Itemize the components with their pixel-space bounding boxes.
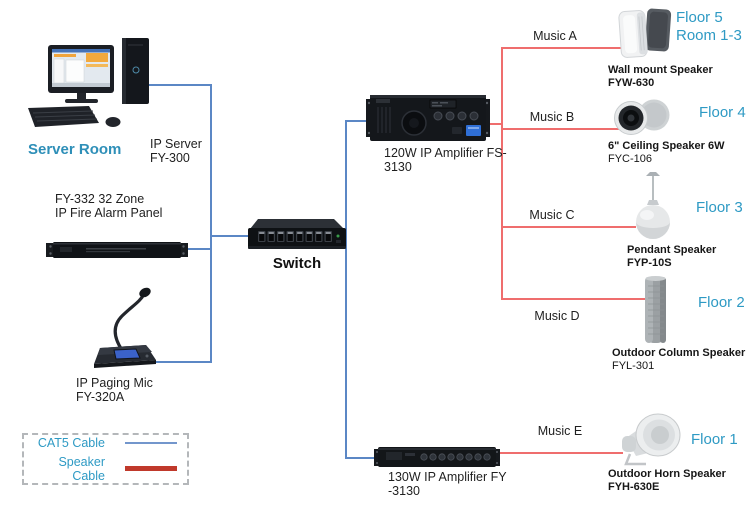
- amplifier-120w-label-line2: 3130: [384, 160, 412, 174]
- switch-label: Switch: [272, 255, 322, 272]
- legend-row-speaker: Speaker Cable: [30, 455, 177, 483]
- paging-mic-label-line1: IP Paging Mic: [76, 376, 153, 390]
- legend-row-cat5: CAT5 Cable: [30, 436, 177, 450]
- column-speaker-model: FYL-301: [612, 359, 655, 372]
- floor-5-label: Floor 5 Room 1-3: [676, 9, 742, 45]
- legend-speaker-label: Speaker Cable: [58, 454, 105, 483]
- speaker-line-music-b: [501, 128, 621, 130]
- mic-capsule: [139, 287, 151, 298]
- music-d-label: Music D: [534, 309, 580, 323]
- cat5-line-swatch: [125, 441, 177, 444]
- amplifier-130w-label-line2: -3130: [388, 484, 420, 498]
- wall-mount-speaker-label: Wall mount Speaker FYW-630: [608, 64, 713, 89]
- music-e-label: Music E: [537, 424, 583, 438]
- speaker-line-amp1-out: [487, 123, 503, 125]
- speaker-line-music-a: [501, 47, 622, 49]
- amplifier-120w-label: 120W IP Amplifier FS- 3130: [384, 146, 507, 174]
- fire-alarm-panel-image: [46, 240, 188, 260]
- mic-gooseneck: [113, 292, 146, 352]
- paging-mic-label-line2: FY-320A: [76, 390, 125, 404]
- ceiling-speaker-model: FYC-106: [608, 152, 653, 165]
- horn-speaker-image: [616, 410, 682, 470]
- ip-server-label: IP Server FY-300: [150, 137, 202, 165]
- amplifier-120w-image: [366, 93, 490, 143]
- horn-speaker-name: Outdoor Horn Speaker: [608, 468, 726, 480]
- server-computer-image: [26, 30, 161, 135]
- server-room-title: Server Room: [28, 141, 122, 158]
- speaker-line-swatch: [125, 466, 177, 471]
- floor-4-label: Floor 4: [699, 104, 746, 121]
- wall-mount-speaker-name: Wall mount Speaker: [608, 64, 713, 76]
- network-switch-image: [246, 213, 348, 255]
- cat5-line-left-trunk: [210, 84, 212, 363]
- legend: CAT5 Cable Speaker Cable: [22, 433, 189, 485]
- legend-cat5-label: CAT5 Cable: [37, 435, 105, 450]
- floor-3-label: Floor 3: [696, 199, 743, 216]
- amplifier-130w-label-line1: 130W IP Amplifier FY: [388, 470, 507, 484]
- ip-server-label-line1: IP Server: [150, 137, 202, 151]
- fire-panel-label-line1: FY-332 32 Zone: [55, 192, 145, 206]
- music-a-label: Music A: [533, 29, 577, 43]
- pendant-speaker-model: FYP-10S: [627, 256, 672, 269]
- floor-1-label: Floor 1: [691, 431, 738, 448]
- cat5-line-switch-left: [210, 235, 252, 237]
- fire-panel-label-line2: IP Fire Alarm Panel: [55, 206, 163, 220]
- speaker-line-music-d: [501, 298, 645, 300]
- cat5-line-amp2-stub: [345, 457, 379, 459]
- ip-server-label-line2: FY-300: [150, 151, 190, 165]
- cat5-line-firepanel-stub: [186, 248, 212, 250]
- cat5-line-amp1-stub: [345, 120, 370, 122]
- amplifier-130w-label: 130W IP Amplifier FY -3130: [388, 470, 507, 498]
- horn-speaker-label: Outdoor Horn Speaker FYH-630E: [608, 468, 726, 493]
- cat5-line-right-trunk: [345, 120, 347, 459]
- switch-ports: [258, 231, 332, 242]
- horn-speaker-model: FYH-630E: [608, 480, 660, 493]
- amp-screen: [466, 125, 481, 136]
- floor-5-label-line1: Floor 5: [676, 9, 723, 26]
- fire-panel-label: FY-332 32 Zone IP Fire Alarm Panel: [55, 192, 162, 220]
- wall-mount-speaker-image: [616, 5, 674, 63]
- amplifier-130w-image: [374, 444, 500, 470]
- ceiling-speaker-image: [614, 97, 672, 137]
- paging-mic-image: [88, 286, 166, 370]
- speaker-line-trunk: [501, 47, 503, 300]
- amp2-knobs: [420, 453, 491, 461]
- amplifier-120w-label-line1: 120W IP Amplifier FS-: [384, 146, 507, 160]
- cat5-line-server-stub: [148, 84, 212, 86]
- pendant-speaker-image: [630, 170, 676, 240]
- speaker-line-music-c: [501, 226, 636, 228]
- paging-mic-label: IP Paging Mic FY-320A: [76, 376, 153, 404]
- column-speaker-label: Outdoor Column Speaker FYL-301: [612, 347, 745, 372]
- ceiling-speaker-name: 6" Ceiling Speaker 6W: [608, 140, 725, 152]
- wall-mount-speaker-model: FYW-630: [608, 76, 655, 89]
- floor-2-label: Floor 2: [698, 294, 745, 311]
- music-b-label: Music B: [529, 110, 575, 124]
- pendant-speaker-label: Pendant Speaker FYP-10S: [627, 244, 716, 269]
- pc-tower: [122, 38, 149, 104]
- ceiling-speaker-label: 6" Ceiling Speaker 6W FYC-106: [608, 140, 724, 165]
- floor-5-room-label: Room 1-3: [676, 27, 742, 44]
- speaker-line-music-e: [497, 452, 623, 454]
- column-speaker-image: [641, 274, 671, 346]
- mic-screen: [113, 348, 141, 360]
- cat5-line-mic-stub: [150, 361, 212, 363]
- amp-knobs: [433, 111, 479, 121]
- music-c-label: Music C: [529, 208, 575, 222]
- pendant-speaker-name: Pendant Speaker: [627, 244, 717, 256]
- pc-mouse: [105, 117, 121, 127]
- column-speaker-name: Outdoor Column Speaker: [612, 347, 746, 359]
